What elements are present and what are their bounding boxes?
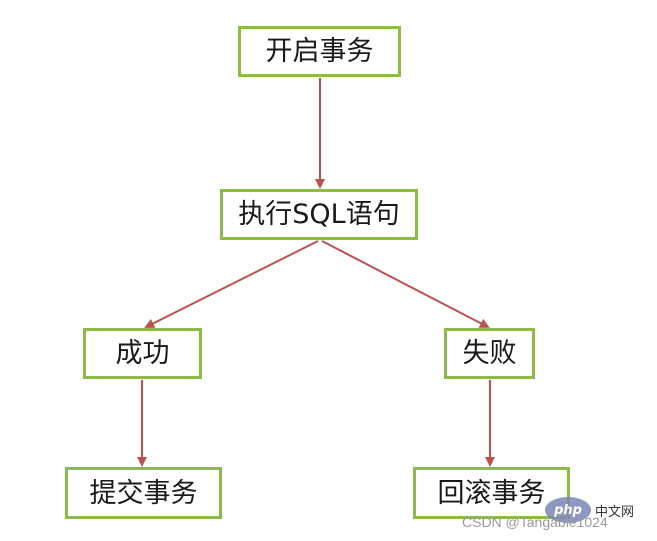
node-start-transaction: 开启事务 xyxy=(238,26,401,77)
node-rollback-transaction-label: 回滚事务 xyxy=(437,477,546,509)
node-success-label: 成功 xyxy=(115,338,170,369)
node-commit-transaction: 提交事务 xyxy=(65,467,222,519)
node-failure-label: 失败 xyxy=(462,338,517,369)
node-commit-transaction-label: 提交事务 xyxy=(89,477,198,509)
php-watermark: php 中文网 xyxy=(545,497,634,523)
csdn-watermark: CSDN @Tangable1024 xyxy=(462,514,608,530)
php-logo-icon: php xyxy=(545,497,591,523)
php-site-label: 中文网 xyxy=(595,504,635,520)
node-start-transaction-label: 开启事务 xyxy=(265,36,374,67)
arrow-exec-to-fail xyxy=(321,240,490,328)
node-execute-sql: 执行SQL语句 xyxy=(220,189,418,240)
node-failure: 失败 xyxy=(444,328,535,379)
node-execute-sql-label: 执行SQL语句 xyxy=(238,199,400,230)
node-success: 成功 xyxy=(83,328,202,379)
arrow-exec-to-success xyxy=(144,240,319,328)
node-rollback-transaction: 回滚事务 xyxy=(413,467,570,519)
